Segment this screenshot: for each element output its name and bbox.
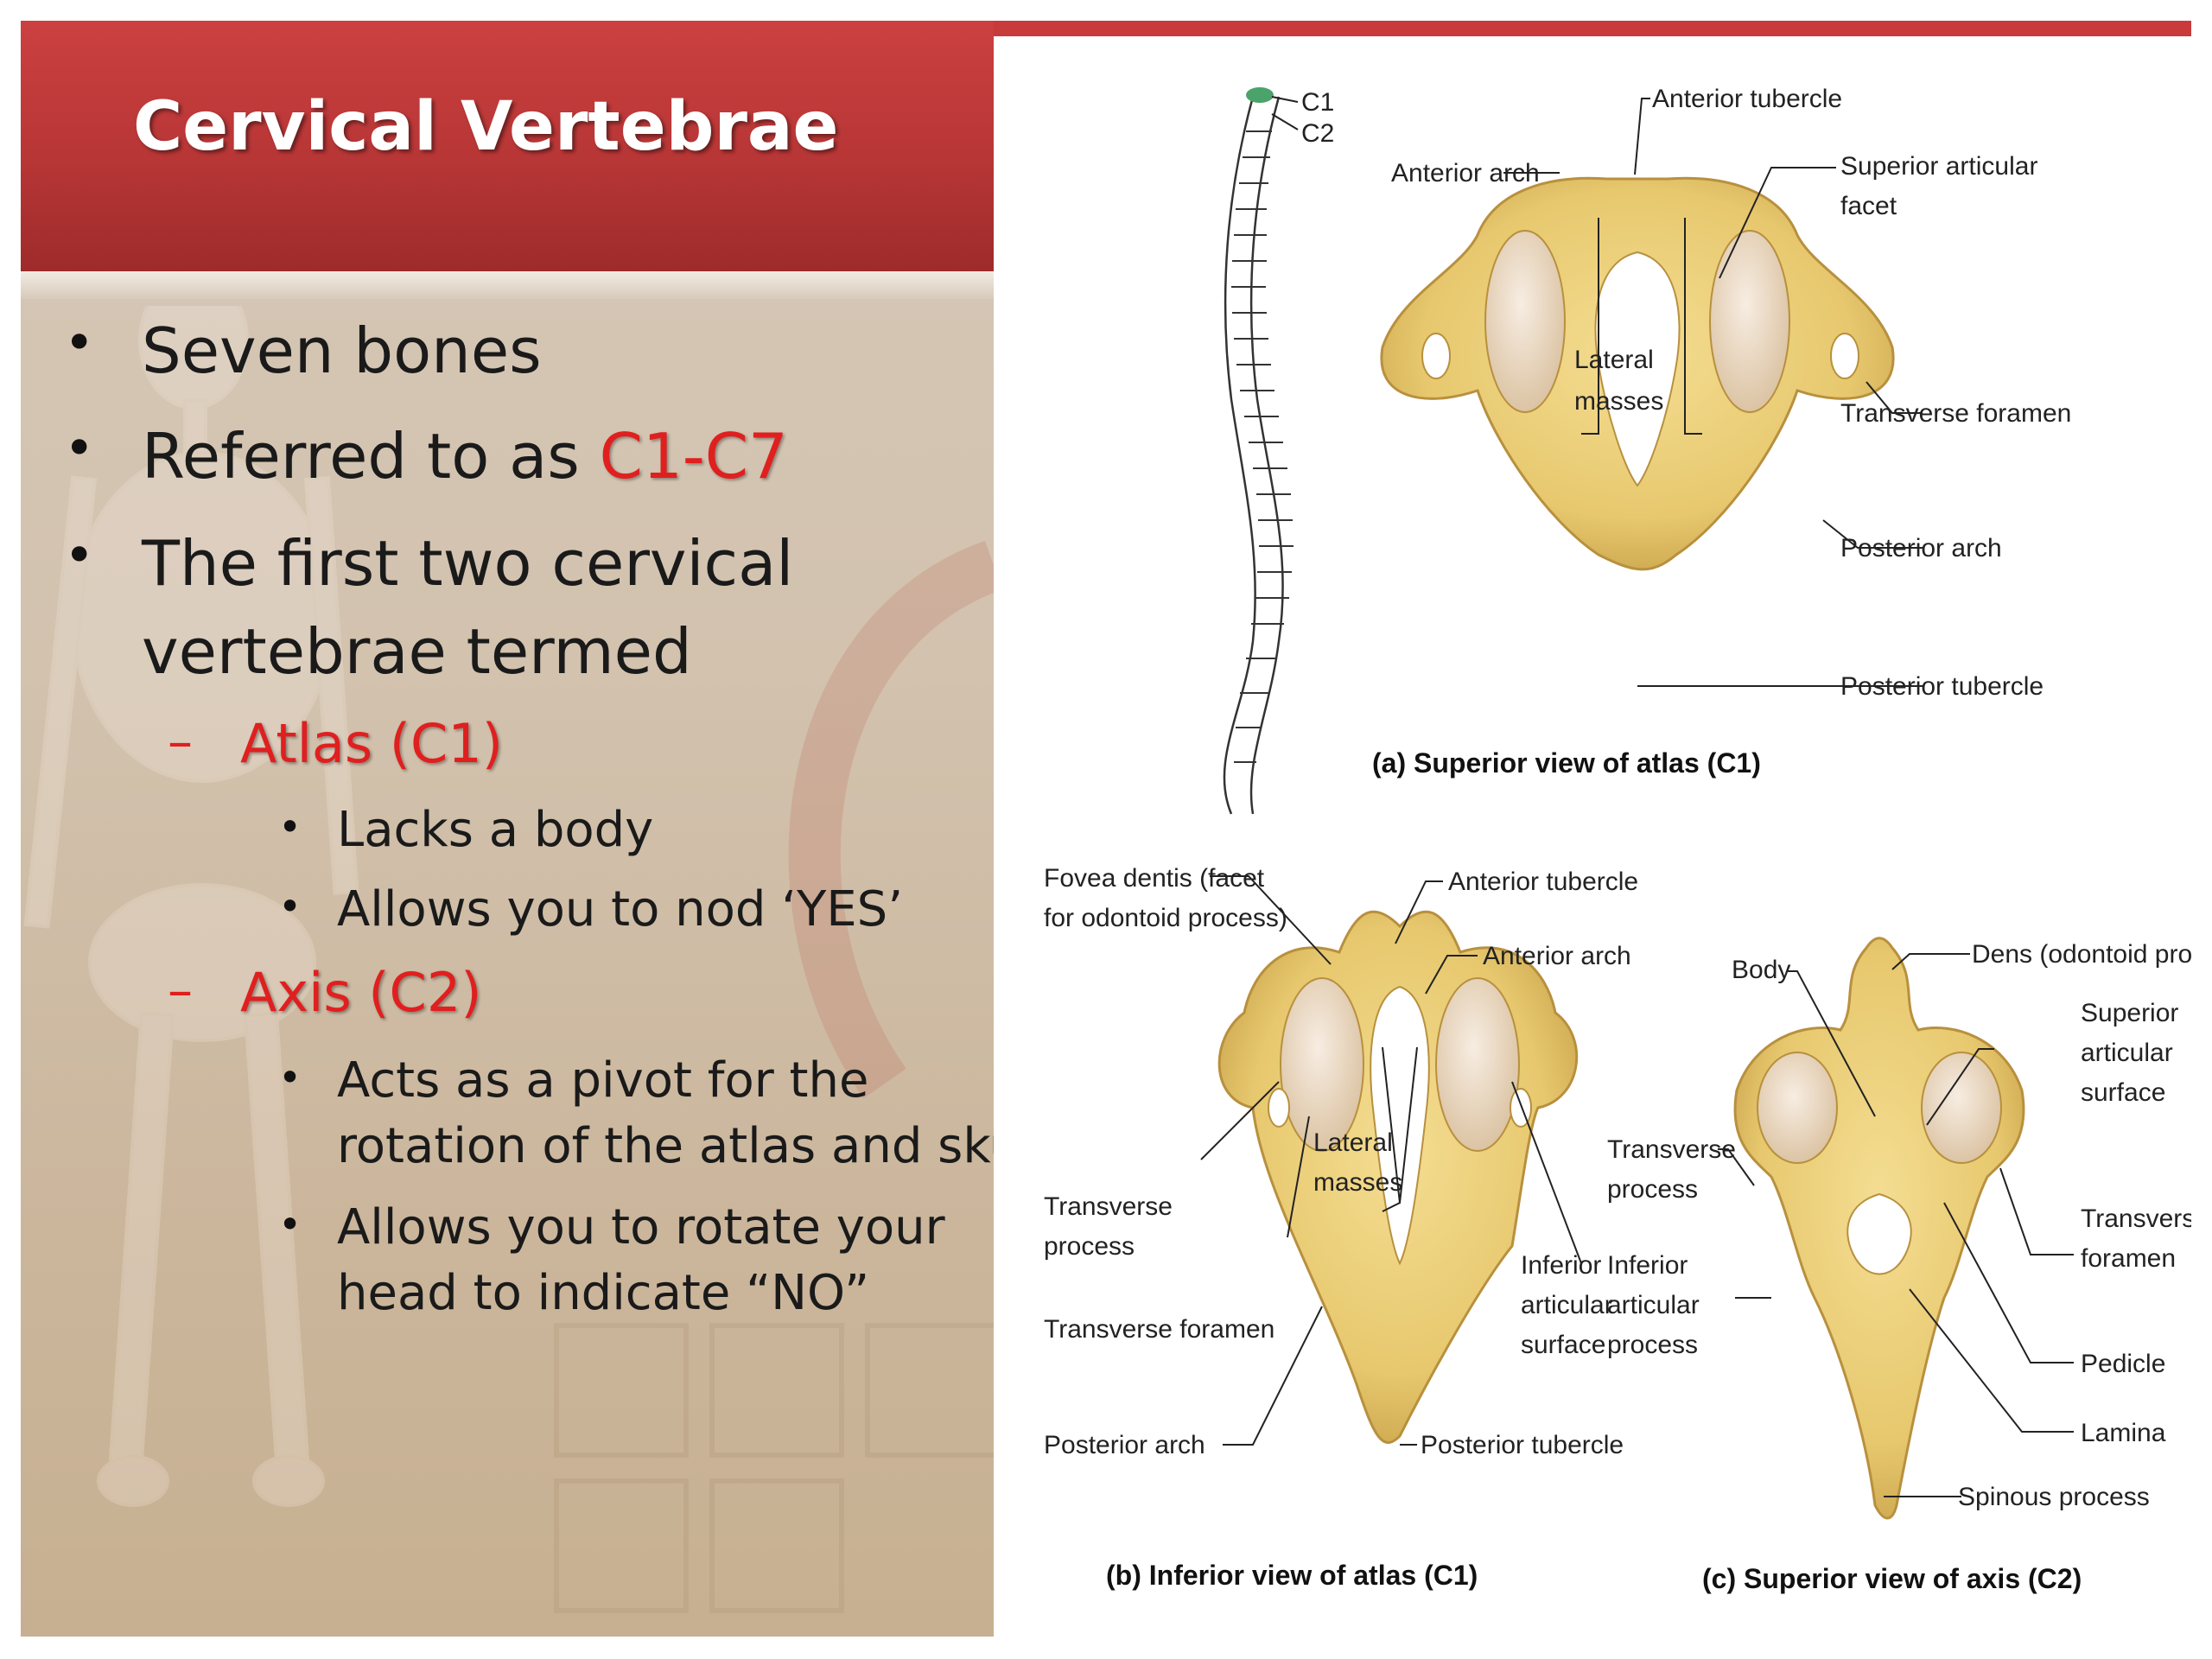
label-b-lateral-masses-1: Lateral [1313,1128,1393,1157]
bullet-marker: • [64,418,95,479]
vertebrae-diagram-panel: C1 C2 Anterior tubercle Anterior arch Su… [994,36,2191,1635]
label-c-body: Body [1732,956,1790,984]
sub-bullet-atlas: Atlas (C1) [240,712,503,775]
label-c2: C2 [1301,119,1334,148]
slide-title: Cervical Vertebrae [133,88,839,166]
label-a-anterior-tubercle: Anterior tubercle [1652,85,1842,113]
label-b-transverse-process-2: process [1044,1232,1135,1261]
axis-superior-illustration [1733,937,2025,1520]
label-b-fovea-dentis-1: Fovea dentis (facet [1044,864,1265,893]
bullet-first-two-line1: The first two cervical [142,527,794,600]
label-b-inferior-articular-surface-1: Inferior [1521,1251,1601,1280]
label-c-inferior-articular-process-3: process [1607,1331,1698,1359]
label-a-superior-articular-facet-2: facet [1840,192,1897,220]
bullet-referred-to: Referred to as C1-C7 [142,420,788,493]
label-c-pedicle: Pedicle [2081,1350,2165,1378]
bullet-marker: • [278,1201,302,1248]
label-c-spinous-process: Spinous process [1958,1483,2150,1511]
bullet-seven-bones: Seven bones [142,315,542,387]
header-divider [21,271,994,299]
dash-marker: – [168,961,193,1020]
label-c-lamina: Lamina [2081,1419,2166,1447]
label-a-lateral-masses-1: Lateral [1574,346,1654,374]
sub-bullet-axis: Axis (C2) [240,961,482,1024]
caption-c: (c) Superior view of axis (C2) [1702,1563,2082,1594]
label-b-anterior-arch: Anterior arch [1483,942,1631,970]
bullet-marker: • [278,1054,302,1101]
label-b-inferior-articular-surface-3: surface [1521,1331,1605,1359]
atlas-inferior-illustration [1217,910,1579,1444]
axis-pivot-line2: rotation of the atlas and skull [337,1118,994,1174]
title-header [21,21,994,271]
label-c-inferior-articular-process-2: articular [1607,1291,1700,1319]
label-b-posterior-tubercle: Posterior tubercle [1421,1431,1624,1459]
label-c-transverse-foramen-1: Transverse [2081,1205,2191,1233]
label-a-transverse-foramen: Transverse foramen [1840,399,2071,428]
bullet-first-two-line2: vertebrae termed [142,615,692,688]
axis-rotate-line1: Allows you to rotate your [337,1199,945,1255]
bullet-marker: • [64,525,95,586]
referred-prefix: Referred to as [142,420,600,493]
label-b-posterior-arch: Posterior arch [1044,1431,1205,1459]
label-b-transverse-foramen: Transverse foramen [1044,1315,1274,1344]
label-a-anterior-arch: Anterior arch [1391,159,1540,188]
c1-c2-highlight [1246,87,1274,103]
label-a-superior-articular-facet-1: Superior articular [1840,152,2037,181]
label-c-transverse-process-2: process [1607,1175,1698,1204]
label-c-transverse-foramen-2: foramen [2081,1244,2176,1273]
atlas-superior-illustration [1380,176,1895,571]
label-c1: C1 [1301,88,1334,117]
bullet-marker: • [278,883,302,930]
label-a-lateral-masses-2: masses [1574,387,1663,416]
label-b-transverse-process-1: Transverse [1044,1192,1173,1221]
label-c-inferior-articular-process-1: Inferior [1607,1251,1688,1280]
label-a-posterior-arch: Posterior arch [1840,534,2002,563]
bullet-list: • Seven bones • Referred to as C1-C7 • T… [21,21,994,1637]
caption-b: (b) Inferior view of atlas (C1) [1106,1560,1478,1591]
label-b-inferior-articular-surface-2: articular [1521,1291,1613,1319]
label-a-posterior-tubercle: Posterior tubercle [1840,672,2044,701]
label-c-transverse-process-1: Transverse [1607,1135,1736,1164]
atlas-lacks-body: Lacks a body [337,802,654,858]
bullet-marker: • [64,313,95,373]
label-b-anterior-tubercle: Anterior tubercle [1448,868,1638,896]
label-c-superior-articular-surface-2: articular [2081,1039,2173,1067]
axis-rotate-line2: head to indicate “NO” [337,1265,870,1321]
vertebrae-diagram: C1 C2 Anterior tubercle Anterior arch Su… [1044,85,2191,1594]
label-c-superior-articular-surface-1: Superior [2081,999,2178,1027]
label-b-fovea-dentis-2: for odontoid process) [1044,904,1287,932]
skeleton-background-image [23,306,994,1613]
axis-pivot-line1: Acts as a pivot for the [337,1052,869,1109]
text-panel: Cervical Vertebrae • Seven bones • [21,21,994,1637]
spinal-column-drawing [1223,96,1294,815]
caption-a: (a) Superior view of atlas (C1) [1372,747,1761,779]
label-c-superior-articular-surface-3: surface [2081,1078,2165,1107]
label-c-dens: Dens (odontoid process) [1972,940,2191,969]
dash-marker: – [168,712,193,771]
referred-highlight: C1-C7 [599,420,788,493]
bullet-marker: • [278,804,302,850]
atlas-nod-yes: Allows you to nod ‘YES’ [337,881,904,938]
label-b-lateral-masses-2: masses [1313,1168,1402,1197]
